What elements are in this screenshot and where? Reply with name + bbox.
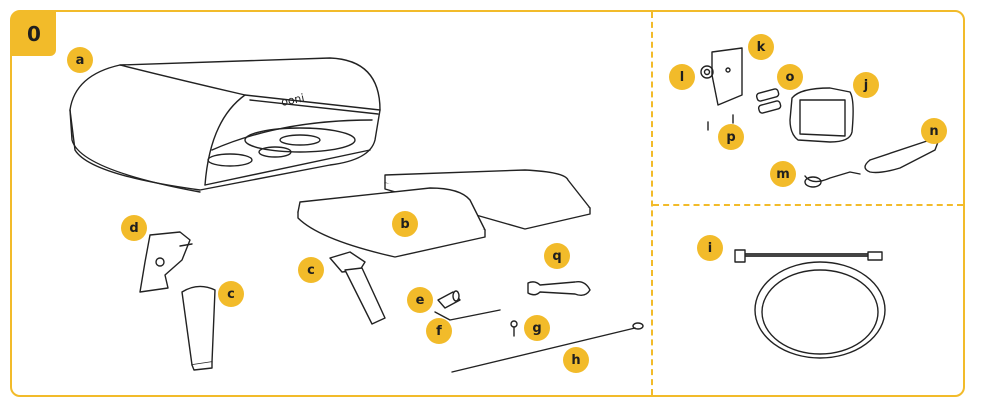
screw-drawing-p (707, 114, 734, 131)
part-label-d: d (121, 215, 147, 241)
bracket-drawing (139, 231, 193, 293)
mount-plate-drawing (711, 47, 743, 106)
part-label-c-left: c (218, 281, 244, 307)
part-label-c-center: c (298, 257, 324, 283)
probe-drawing (864, 139, 939, 174)
part-label-i: i (697, 235, 723, 261)
part-label-k: k (748, 34, 774, 60)
wrench-drawing (527, 280, 591, 297)
oven-logo-text: ooni (280, 91, 306, 109)
parts-panel-frame (10, 10, 965, 397)
rod-drawing (451, 322, 644, 373)
baking-stones-drawing (297, 169, 591, 258)
part-label-a: a (67, 47, 93, 73)
part-label-l: l (669, 64, 695, 90)
part-label-f: f (426, 318, 452, 344)
nut-drawing (700, 65, 714, 79)
part-label-h: h (563, 347, 589, 373)
part-label-g: g (524, 315, 550, 341)
part-label-n: n (921, 118, 947, 144)
allen-key-drawing (434, 309, 501, 321)
step-number-badge: 0 (12, 12, 56, 56)
section-divider-vertical (651, 12, 653, 395)
part-label-e: e (407, 287, 433, 313)
cable-drawing (804, 171, 861, 188)
tube-drawing (437, 290, 461, 309)
oven-body-drawing: ooni (69, 57, 381, 193)
part-label-q: q (544, 243, 570, 269)
leg-drawing-left (181, 285, 216, 371)
part-label-o: o (777, 64, 803, 90)
section-divider-horizontal (653, 204, 963, 206)
part-label-p: p (718, 124, 744, 150)
part-label-j: j (853, 72, 879, 98)
gas-hose-drawing (734, 249, 886, 359)
part-label-b: b (392, 211, 418, 237)
leg-drawing-center (329, 251, 386, 325)
part-label-m: m (770, 161, 796, 187)
controller-box-drawing (789, 87, 854, 143)
screw-drawing-g (510, 320, 518, 337)
batteries-drawing (755, 88, 782, 114)
